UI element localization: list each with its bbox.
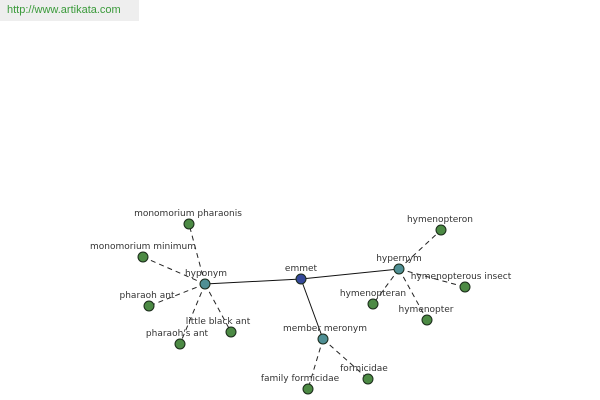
- url-bar: http://www.artikata.com: [0, 0, 139, 21]
- node-hymenopter[interactable]: [421, 314, 433, 326]
- label-formicidae[interactable]: formicidae: [340, 364, 388, 374]
- site-url-link[interactable]: http://www.artikata.com: [7, 4, 121, 16]
- edge-hyponym-pharaohs-ant: [179, 283, 206, 345]
- edge-hyponym-monomorium-pharaonis: [188, 223, 206, 285]
- label-monomorium-minimum[interactable]: monomorium minimum: [90, 242, 196, 252]
- graph-edges: [142, 223, 466, 390]
- label-hymenopteran[interactable]: hymenopteran: [340, 289, 406, 299]
- label-little-black-ant[interactable]: little black ant: [186, 317, 251, 327]
- graph-nodes: [137, 218, 471, 395]
- label-hyponym[interactable]: hyponym: [185, 269, 227, 279]
- edge-hypernym-hymenopteran: [372, 268, 400, 305]
- edge-member-meronym-formicidae: [322, 338, 369, 380]
- node-pharaoh-ant[interactable]: [143, 300, 155, 312]
- label-monomorium-pharaonis[interactable]: monomorium pharaonis: [134, 209, 242, 219]
- label-hymenopterous-insect[interactable]: hymenopterous insect: [411, 272, 512, 282]
- edge-hypernym-hymenopterous-insect: [398, 268, 466, 288]
- label-pharaohs-ant[interactable]: pharaoh's ant: [146, 329, 209, 339]
- edge-hyponym-pharaoh-ant: [148, 283, 206, 307]
- node-pharaohs-ant[interactable]: [174, 338, 186, 350]
- label-hymenopter[interactable]: hymenopter: [398, 305, 453, 315]
- node-formicidae[interactable]: [362, 373, 374, 385]
- edge-emmet-hypernym: [300, 268, 400, 280]
- graph-labels: emmet hyponym hypernym member meronym monomo…: [90, 209, 512, 384]
- node-hymenopteron[interactable]: [435, 224, 447, 236]
- label-family-formicidae[interactable]: family formicidae: [261, 374, 340, 384]
- node-monomorium-minimum[interactable]: [137, 251, 149, 263]
- node-hymenopterous-insect[interactable]: [459, 281, 471, 293]
- label-emmet[interactable]: emmet: [285, 264, 318, 274]
- node-monomorium-pharaonis[interactable]: [183, 218, 195, 230]
- edge-emmet-member-meronym: [300, 278, 324, 340]
- label-hypernym[interactable]: hypernym: [376, 254, 422, 264]
- node-family-formicidae[interactable]: [302, 383, 314, 395]
- label-member-meronym[interactable]: member meronym: [283, 324, 367, 334]
- edge-hyponym-little-black-ant: [204, 283, 232, 333]
- edge-emmet-hyponym: [204, 278, 302, 285]
- node-hypernym[interactable]: [393, 263, 405, 275]
- node-emmet[interactable]: [295, 273, 307, 285]
- node-hyponym[interactable]: [199, 278, 211, 290]
- node-hymenopteran[interactable]: [367, 298, 379, 310]
- label-hymenopteron[interactable]: hymenopteron: [407, 215, 473, 225]
- label-pharaoh-ant[interactable]: pharaoh ant: [120, 291, 175, 301]
- edge-hyponym-monomorium-minimum: [142, 256, 206, 285]
- node-member-meronym[interactable]: [317, 333, 329, 345]
- edge-hypernym-hymenopteron: [398, 229, 442, 270]
- edge-hypernym-hymenopter: [398, 268, 428, 321]
- node-little-black-ant[interactable]: [225, 326, 237, 338]
